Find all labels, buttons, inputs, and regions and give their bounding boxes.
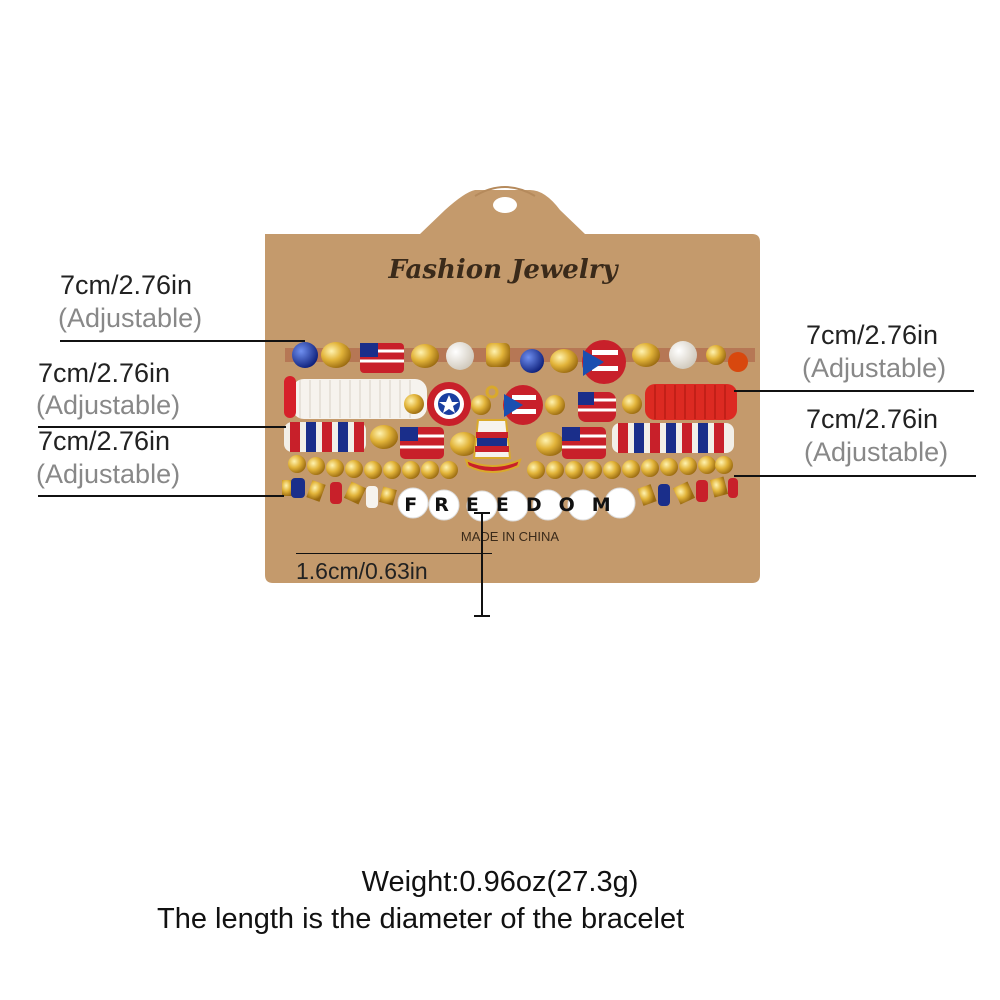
hat-charm <box>464 385 522 473</box>
bracelet-beaded-top <box>285 340 755 384</box>
dim-width-size: 1.6cm/0.63in <box>296 558 428 584</box>
dim-left-2-rule <box>38 426 286 428</box>
dim-right-2-note: (Adjustable) <box>804 437 949 467</box>
dim-right-2-size: 7cm/2.76in <box>806 404 939 434</box>
card-hang-hole <box>493 197 517 213</box>
dim-left-2-size: 7cm/2.76in <box>38 358 171 388</box>
bracelet-heishi <box>284 376 737 426</box>
dim-left-2-note: (Adjustable) <box>36 390 181 420</box>
dim-right-1-note: (Adjustable) <box>802 353 947 383</box>
freedom-letters: FREEDOM <box>404 494 627 516</box>
dim-right-2-rule <box>734 475 976 477</box>
dim-left-3-rule <box>38 495 284 497</box>
card-origin-text: MADE IN CHINA <box>461 529 560 544</box>
dim-width-cap-top <box>474 512 490 514</box>
dim-left-3-size: 7cm/2.76in <box>38 426 171 456</box>
bracelet-gold-beads <box>288 455 733 479</box>
bracelet-striped <box>284 422 734 459</box>
dim-right-1-size: 7cm/2.76in <box>806 320 939 350</box>
weight-caption: Weight:0.96oz(27.3g) <box>361 866 639 898</box>
dim-width-rule <box>481 512 483 616</box>
dim-width-cap-bottom <box>474 615 490 617</box>
dim-width-pointer <box>296 553 492 554</box>
length-note-caption: The length is the diameter of the bracel… <box>157 903 685 935</box>
bracelet-freedom <box>282 476 738 522</box>
card-brand-text: Fashion Jewelry <box>387 255 619 285</box>
kraft-card <box>265 190 760 583</box>
dim-right-1-rule <box>734 390 974 392</box>
dim-left-1-size: 7cm/2.76in <box>60 270 193 300</box>
dim-left-1-rule <box>60 340 305 342</box>
dim-left-3-note: (Adjustable) <box>36 459 181 489</box>
dim-left-1-note: (Adjustable) <box>58 303 203 333</box>
